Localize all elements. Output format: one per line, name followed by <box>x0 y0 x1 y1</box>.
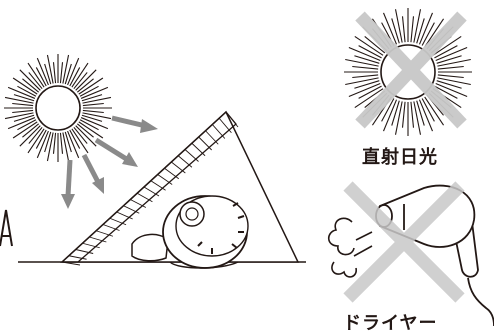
sunlight-arrows <box>61 115 158 209</box>
cross-mark-icon <box>355 11 467 129</box>
edge-letter-fragment <box>0 209 13 247</box>
sun-icon <box>4 54 112 162</box>
air-puff-icon <box>327 217 373 278</box>
prohibited-dryer <box>327 181 494 327</box>
device-icon <box>131 195 249 269</box>
prohibited-sun <box>344 8 472 136</box>
caption-direct-sunlight: 直射日光 <box>362 147 438 168</box>
caption-hair-dryer: ドライヤー <box>343 313 438 334</box>
